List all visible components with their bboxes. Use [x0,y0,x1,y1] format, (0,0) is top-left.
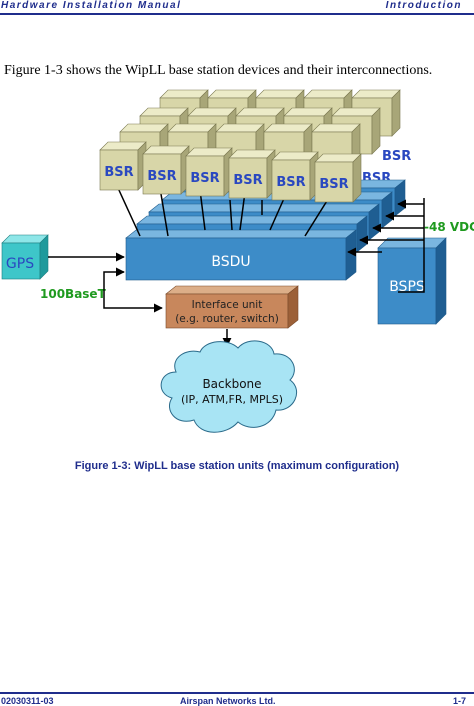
interface-label-line1: Interface unit [192,299,263,311]
backbone-label-line2: (IP, ATM,FR, MPLS) [181,393,283,406]
gps-unit [1,234,49,280]
power-distribution-lines [347,198,425,293]
bsr-label-1: BSR [104,165,133,180]
bsr-front-row [99,141,362,203]
interface-unit [165,285,299,329]
figure-caption: Figure 1-3: WipLL base station units (ma… [74,460,400,472]
baset-connection [103,267,163,313]
bsr-label-4: BSR [233,173,262,188]
bsr-back-label-1: BSR [382,149,411,164]
intro-paragraph: Figure 1-3 shows the WipLL base station … [4,63,433,78]
bsr-label-5: BSR [276,175,305,190]
backbone-label-line1: Backbone [202,377,261,391]
footer-document-number: 02030311-03 [1,696,54,706]
backbone-cloud [160,340,297,433]
bsr-label-2: BSR [147,169,176,184]
footer-company: Airspan Networks Ltd. [180,696,276,706]
baset-label: 100BaseT [40,287,107,301]
footer-page-number: 1-7 [452,696,466,706]
bsr-label-3: BSR [190,171,219,186]
header-section-title: Introduction [385,0,462,11]
vdc-label: -48 VDC [424,220,474,234]
bsdu-label: BSDU [211,254,250,270]
bsr-bsdu-connectors [117,187,331,237]
header-rule [0,13,474,15]
bsps-unit [377,237,447,325]
header-manual-title: Hardware Installation Manual [1,0,182,11]
bsps-label: BSPS [389,279,425,295]
gps-label: GPS [6,256,34,272]
bsr-label-6: BSR [319,177,348,192]
interface-label-line2: (e.g. router, switch) [175,313,279,325]
footer-rule [0,692,474,694]
base-station-diagram: BSR BSR BSR BSDU BSR BSR BSR B [1,89,474,433]
